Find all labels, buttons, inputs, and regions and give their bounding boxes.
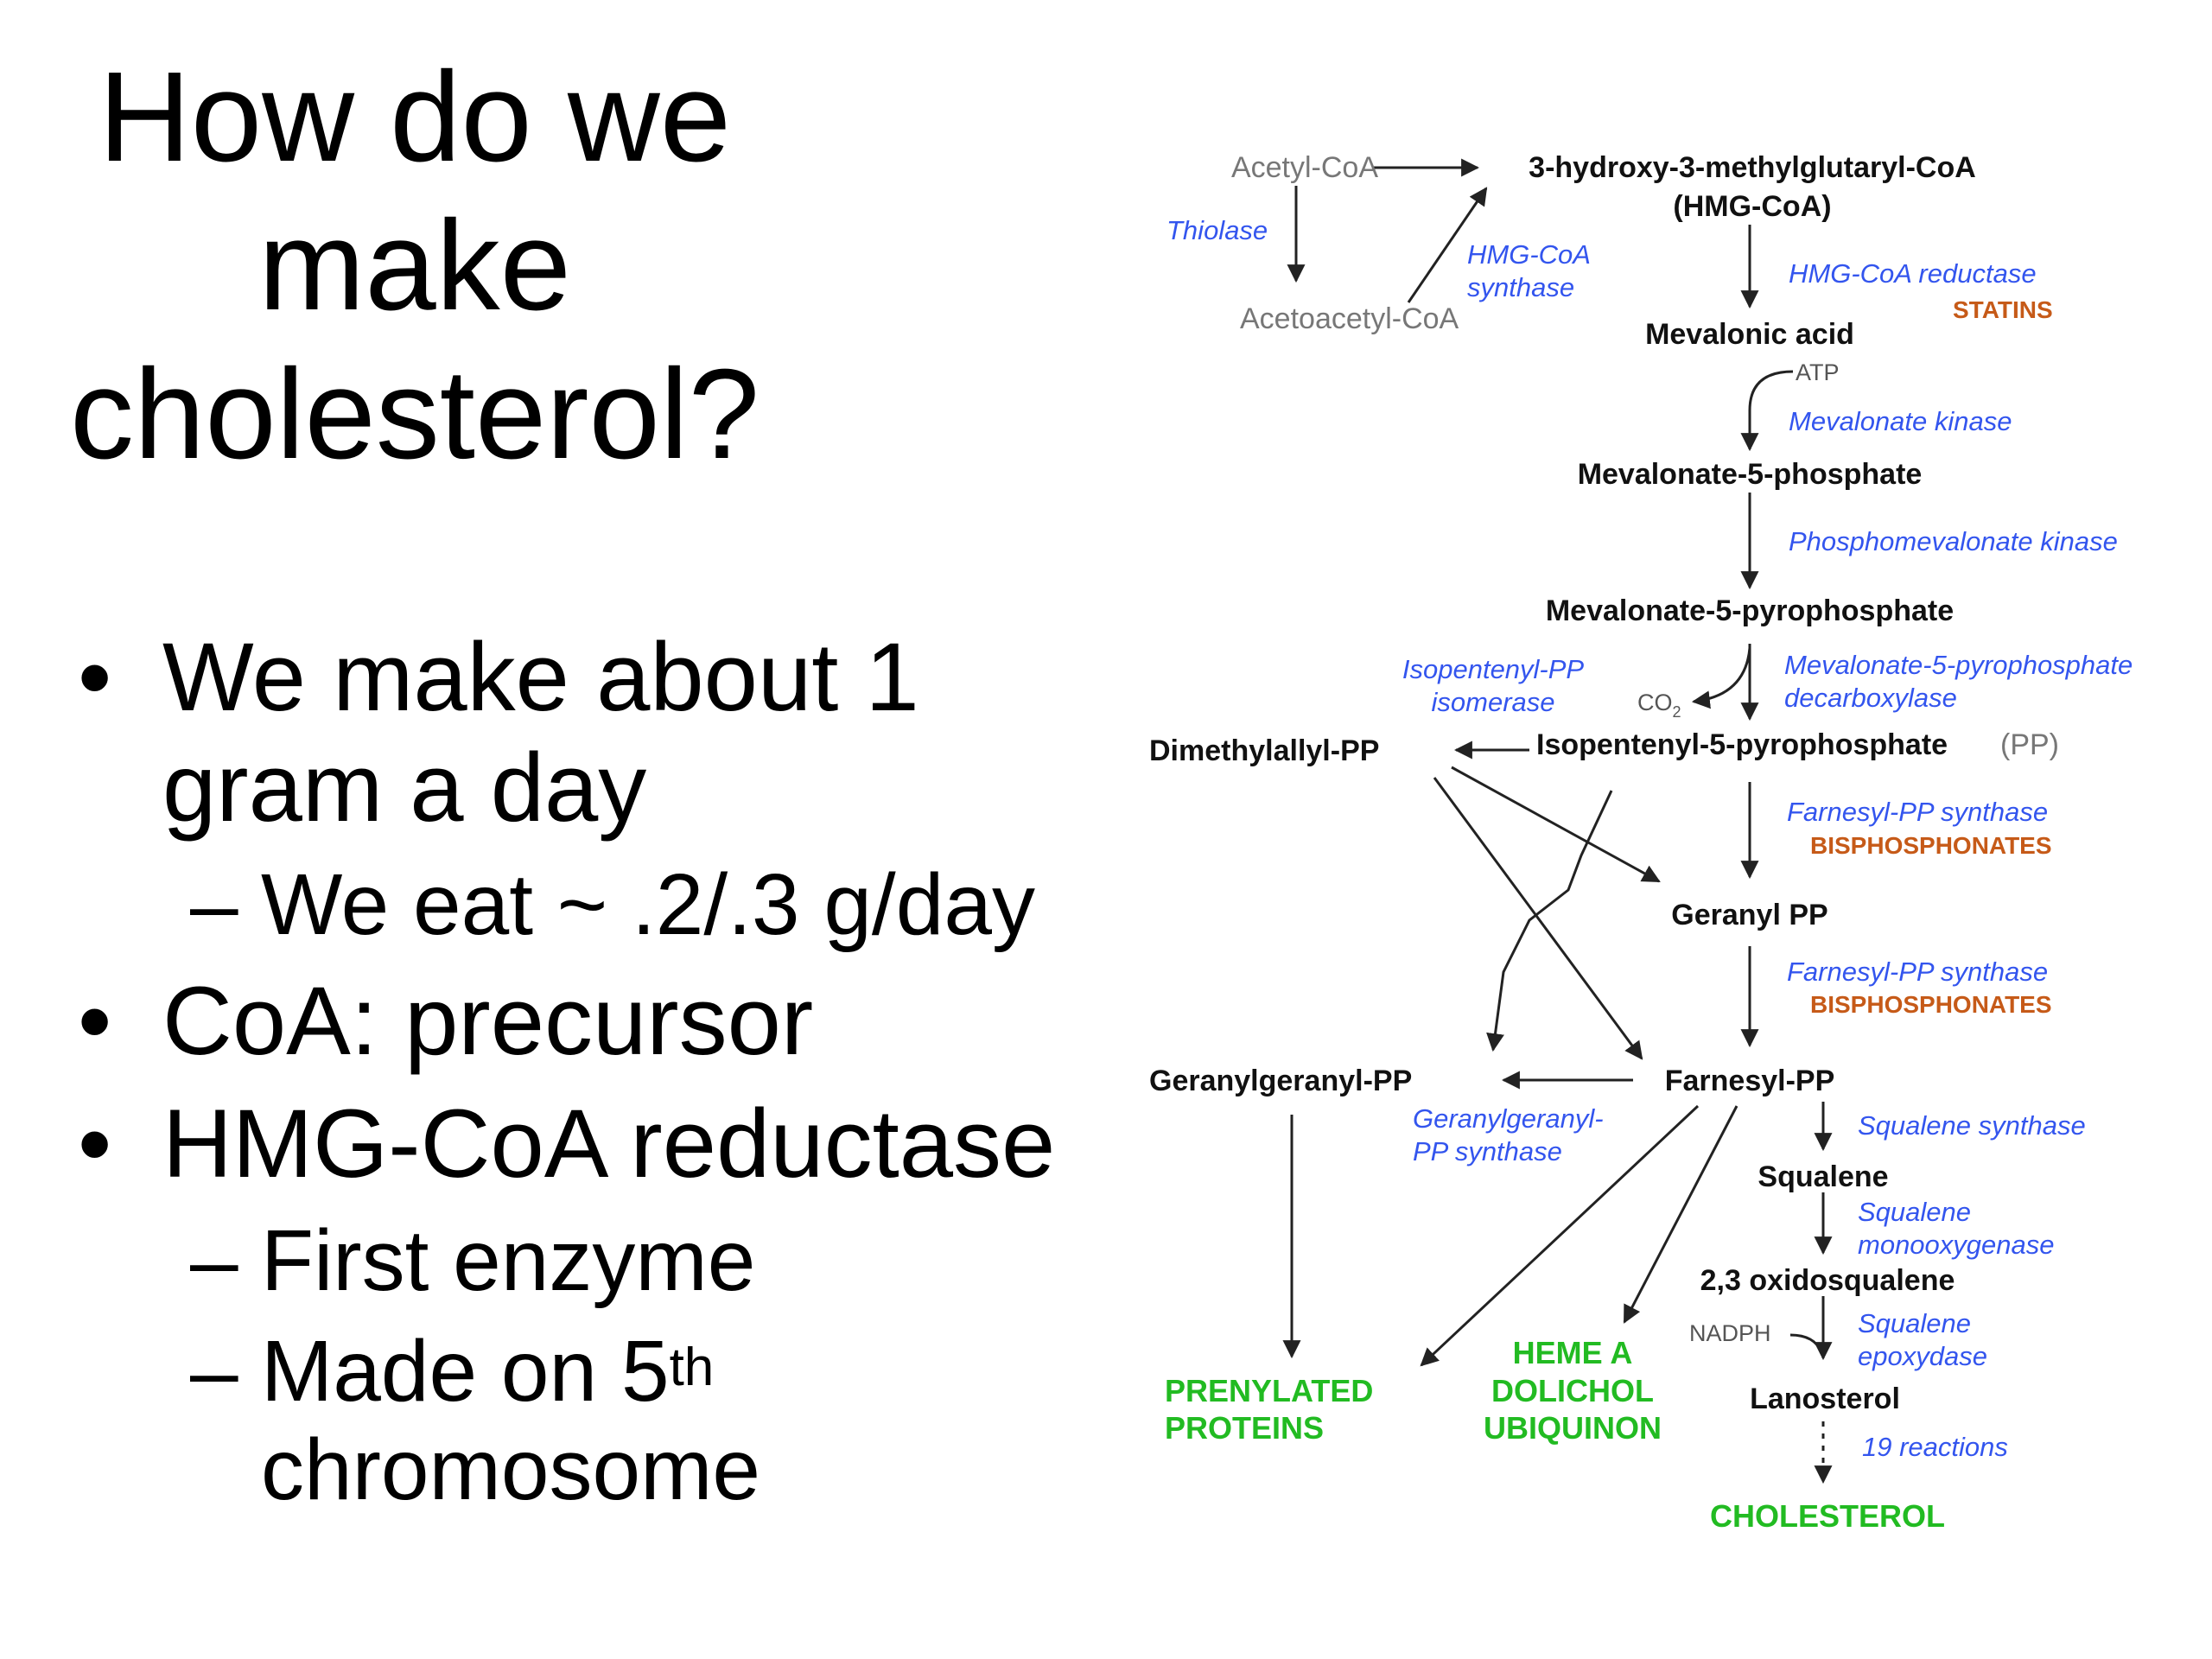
bisphosphonates-label-2: BISPHOSPHONATES xyxy=(1810,991,2052,1018)
lanosterol-label: Lanosterol xyxy=(1750,1382,1900,1415)
ggpp-synthase-label-2: PP synthase xyxy=(1413,1136,1562,1166)
arrow-acetoacetyl-to-hmg xyxy=(1407,187,1488,303)
title-line-1: How do we xyxy=(98,46,732,188)
mevalonate-5-phosphate-label: Mevalonate-5-phosphate xyxy=(1578,458,1923,491)
sub-bullet-item: –We eat ~ .2/.3 g/day xyxy=(69,855,1149,954)
arrow-ipp-to-farnesyl xyxy=(1486,790,1613,1052)
squalene-label: Squalene xyxy=(1758,1160,1888,1193)
bullet-text: HMG-CoA reductase xyxy=(162,1090,1056,1198)
co2-text: CO xyxy=(1637,690,1673,715)
title-line-2: make xyxy=(258,194,571,337)
acetyl-coa-label: Acetyl-CoA xyxy=(1231,151,1378,184)
sub-bullet-item: –First enzyme xyxy=(69,1211,1149,1310)
thiolase-label: Thiolase xyxy=(1166,215,1268,245)
arrow-dmapp-to-geranyl xyxy=(1451,766,1661,883)
arrow-co2-release xyxy=(1691,647,1751,709)
bullet-dash: – xyxy=(190,1212,238,1309)
sub-bullet-text-cont: chromosome xyxy=(261,1421,760,1518)
farnesyl-pp-label: Farnesyl-PP xyxy=(1665,1065,1835,1097)
slide-title: How do we make cholesterol? xyxy=(35,43,795,489)
fpp-synthase-label-1: Farnesyl-PP synthase xyxy=(1787,797,2048,827)
squalene-synthase-label: Squalene synthase xyxy=(1858,1110,2086,1141)
geranyl-pp-label: Geranyl PP xyxy=(1671,899,1827,931)
isomerase-label-2: isomerase xyxy=(1432,687,1555,717)
reactions-label: 19 reactions xyxy=(1862,1432,2008,1462)
fpp-synthase-label-2: Farnesyl-PP synthase xyxy=(1787,957,2048,987)
pp-label: (PP) xyxy=(2000,728,2059,761)
bullet-text: We make about 1 gram a day xyxy=(162,623,919,842)
arrow-nadph-input xyxy=(1789,1333,1823,1353)
co2-label: CO2 xyxy=(1637,690,1681,721)
heme-label-2: DOLICHOL xyxy=(1491,1373,1654,1408)
bisphosphonates-label-1: BISPHOSPHONATES xyxy=(1810,832,2052,859)
oxidosqualene-label: 2,3 oxidosqualene xyxy=(1700,1264,1955,1297)
isomerase-label-1: Isopentenyl-PP xyxy=(1402,654,1585,684)
heme-label-3: UBIQUINON xyxy=(1484,1410,1662,1446)
heme-label-1: HEME A xyxy=(1513,1335,1633,1370)
hmg-synthase-label-2: synthase xyxy=(1467,272,1574,302)
hmg-reductase-label: HMG-CoA reductase xyxy=(1789,258,2037,289)
bullet-text: CoA: precursor xyxy=(162,967,814,1075)
monooxygenase-label-1: Squalene xyxy=(1858,1197,1971,1227)
bullet-item: • HMG-CoA reductase xyxy=(69,1089,1149,1199)
mevalonate-5-pyrophosphate-label: Mevalonate-5-pyrophosphate xyxy=(1546,594,1954,627)
bullet-list: •We make about 1 gram a day –We eat ~ .2… xyxy=(69,622,1149,1531)
arrow-dmapp-to-farnesyl xyxy=(1433,777,1643,1060)
mevalonate-kinase-label: Mevalonate kinase xyxy=(1789,406,2012,436)
ggpp-synthase-label-1: Geranylgeranyl- xyxy=(1413,1103,1604,1134)
acetoacetyl-coa-label: Acetoacetyl-CoA xyxy=(1240,302,1459,335)
statins-label: STATINS xyxy=(1953,296,2053,323)
bullet-dot: • xyxy=(78,967,112,1075)
arrow-farnesyl-to-prenylated xyxy=(1420,1104,1700,1367)
prenylated-label-1: PRENYLATED xyxy=(1165,1373,1373,1408)
title-line-3: cholesterol? xyxy=(69,343,760,486)
co2-subscript: 2 xyxy=(1673,703,1681,721)
monooxygenase-label-2: monooxygenase xyxy=(1858,1230,2055,1260)
atp-label: ATP xyxy=(1796,359,1840,385)
nadph-label: NADPH xyxy=(1689,1320,1771,1346)
bullet-item: • We make about 1 gram a day xyxy=(69,622,1149,843)
bullet-dot: • xyxy=(78,623,112,731)
decarboxylase-label-2: decarboxylase xyxy=(1784,683,1957,713)
prenylated-label-2: PROTEINS xyxy=(1165,1410,1324,1446)
hmg-coa-label-1: 3-hydroxy-3-methylglutaryl-CoA xyxy=(1529,151,1976,184)
decarboxylase-label-1: Mevalonate-5-pyrophosphate xyxy=(1784,650,2133,680)
bullet-dash: – xyxy=(190,1323,238,1420)
cholesterol-pathway-diagram: Acetyl-CoA Thiolase Acetoacetyl-CoA HMG-… xyxy=(1149,151,2133,1534)
sub-bullet-text: First enzyme xyxy=(261,1212,756,1309)
superscript: th xyxy=(669,1338,715,1397)
hmg-coa-label-2: (HMG-CoA) xyxy=(1673,190,1831,223)
hmg-synthase-label-1: HMG-CoA xyxy=(1467,239,1591,270)
epoxydase-label-2: epoxydase xyxy=(1858,1341,1987,1371)
arrow-farnesyl-to-heme xyxy=(1623,1105,1738,1324)
bullet-dot: • xyxy=(78,1090,112,1198)
isopentenyl-pp-label: Isopentenyl-5-pyrophosphate xyxy=(1536,728,1948,761)
mevalonic-acid-label: Mevalonic acid xyxy=(1645,318,1854,351)
epoxydase-label-1: Squalene xyxy=(1858,1308,1971,1338)
arrow-mevalonic-to-m5p xyxy=(1740,370,1794,452)
geranylgeranyl-pp-label: Geranylgeranyl-PP xyxy=(1149,1065,1412,1097)
sub-bullet-text: Made on 5 xyxy=(261,1323,670,1420)
bullet-item: • CoA: precursor xyxy=(69,966,1149,1077)
dimethylallyl-pp-label: Dimethylallyl-PP xyxy=(1149,734,1379,767)
cholesterol-label: CHOLESTEROL xyxy=(1710,1498,1945,1534)
sub-bullet-item: –Made on 5th chromosome xyxy=(69,1322,1149,1519)
sub-bullet-text: We eat ~ .2/.3 g/day xyxy=(261,856,1035,953)
bullet-dash: – xyxy=(190,856,238,953)
phosphomevalonate-kinase-label: Phosphomevalonate kinase xyxy=(1789,526,2118,556)
